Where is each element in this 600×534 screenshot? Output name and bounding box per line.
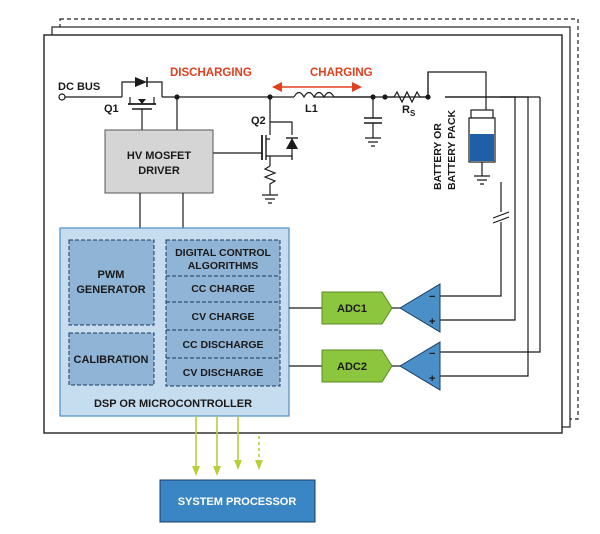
system-processor-label: SYSTEM PROCESSOR <box>178 496 297 508</box>
q2-mosfet <box>261 97 298 204</box>
amp1-triangle <box>399 283 441 333</box>
pwm-label-line2: GENERATOR <box>76 284 145 296</box>
sense-break-mark-2 <box>492 216 510 224</box>
amp1-minus: − <box>429 291 435 303</box>
adc2-block[interactable] <box>321 349 393 383</box>
q1-label: Q1 <box>104 103 119 115</box>
cv-charge-mode[interactable]: CV CHARGE <box>191 311 254 323</box>
sense-wire-amp2 <box>440 97 541 353</box>
calibration-block[interactable] <box>68 332 155 386</box>
sense-wire-batt-down <box>440 222 502 297</box>
rs-label: RS <box>402 104 416 118</box>
q1-mosfet <box>121 77 163 130</box>
pwm-label-line1: PWM <box>98 269 125 281</box>
calibration-label: CALIBRATION <box>74 354 149 366</box>
discharging-label: DISCHARGING <box>170 67 252 79</box>
amp2-triangle <box>399 341 441 391</box>
adc1-label: ADC1 <box>337 303 367 315</box>
dsp-to-driver-wires <box>139 193 184 228</box>
adc1-block[interactable] <box>321 291 393 325</box>
driver-label-line1: HV MOSFET <box>127 150 191 162</box>
hv-mosfet-driver-block <box>104 129 214 194</box>
l1-inductor <box>293 91 335 99</box>
battery-label-line1: BATTERY OR <box>432 123 444 190</box>
dc-bus-label: DC BUS <box>58 81 100 93</box>
cv-discharge-mode[interactable]: CV DISCHARGE <box>183 367 264 379</box>
algo-label-line1: DIGITAL CONTROL <box>175 247 271 259</box>
sense-break-mark-1 <box>492 211 510 219</box>
sense-wire-rs-down <box>440 248 516 321</box>
adc2-label: ADC2 <box>337 361 367 373</box>
dsp-label: DSP OR MICROCONTROLLER <box>94 398 252 410</box>
dc-bus-terminal <box>58 93 66 101</box>
pwm-generator-block[interactable] <box>68 239 155 326</box>
amp2-minus: − <box>429 348 435 360</box>
battery-label-line2: BATTERY PACK <box>446 109 458 190</box>
output-capacitor <box>364 97 382 147</box>
cc-charge-mode[interactable]: CC CHARGE <box>191 283 255 295</box>
amp2-plus: + <box>429 373 435 385</box>
dsp-to-system-bus-arrows <box>192 416 263 476</box>
rs-sense-resistor <box>385 90 428 104</box>
amp1-plus: + <box>429 316 435 328</box>
cc-discharge-mode[interactable]: CC DISCHARGE <box>182 339 263 351</box>
battery-icon <box>427 71 496 185</box>
system-processor-block[interactable] <box>159 479 316 523</box>
charge-direction-arrow <box>272 82 362 92</box>
q2-label: Q2 <box>251 115 266 127</box>
algorithms-block <box>165 239 281 387</box>
charging-label: CHARGING <box>310 67 373 79</box>
algo-label-line2: ALGORITHMS <box>188 260 259 272</box>
driver-label-line2: DRIVER <box>138 165 180 177</box>
main-bus-wire <box>65 96 516 248</box>
l1-label: L1 <box>305 103 318 115</box>
